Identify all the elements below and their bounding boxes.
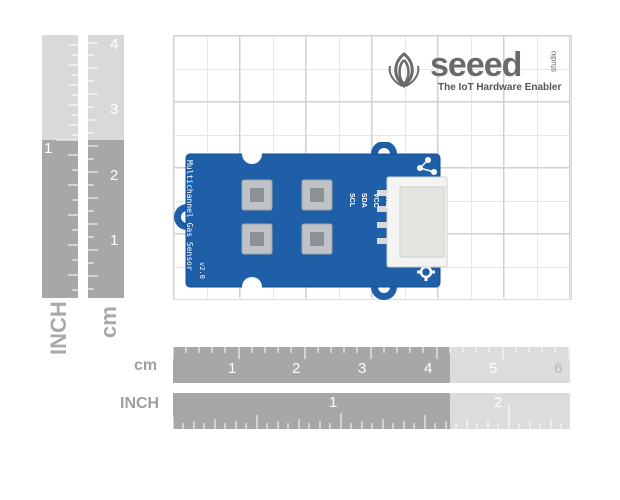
horizontal-cm-number-5: 5 bbox=[489, 360, 498, 377]
horizontal-cm-number-1: 1 bbox=[228, 360, 237, 377]
pin-label-vcc: VCC bbox=[372, 193, 379, 208]
horizontal-cm-number-2: 2 bbox=[292, 360, 301, 377]
gas-sensor-board bbox=[172, 141, 452, 302]
vertical-inch-label: INCH bbox=[46, 301, 71, 355]
horizontal-inch-number-1: 1 bbox=[329, 394, 338, 411]
brand-name: seeed bbox=[430, 46, 522, 84]
vertical-cm-number-4: 4 bbox=[110, 36, 119, 53]
board-version: v2.0 bbox=[198, 262, 206, 279]
vertical-cm-ruler bbox=[88, 35, 124, 298]
pin-label-scl: SCL bbox=[348, 193, 355, 207]
vertical-cm-number-3: 3 bbox=[110, 101, 119, 118]
vertical-cm-label: cm bbox=[96, 306, 121, 338]
seeed-logo-icon bbox=[384, 50, 424, 90]
brand-studio: studio bbox=[549, 50, 558, 72]
horizontal-cm-label: cm bbox=[134, 357, 158, 374]
vertical-inch-ruler bbox=[42, 35, 78, 298]
horizontal-cm-number-6: 6 bbox=[554, 360, 563, 377]
horizontal-inch-ruler bbox=[173, 393, 570, 429]
brand-tagline: The IoT Hardware Enabler bbox=[438, 82, 562, 93]
board-title: Multichannel Gas Sensor bbox=[185, 160, 194, 271]
vertical-cm-number-2: 2 bbox=[110, 167, 119, 184]
horizontal-cm-number-4: 4 bbox=[424, 360, 433, 377]
vertical-cm-number-1: 1 bbox=[110, 232, 119, 249]
horizontal-inch-label: INCH bbox=[120, 395, 160, 412]
horizontal-cm-ruler bbox=[173, 347, 570, 383]
pin-label-gnd: GND bbox=[384, 193, 391, 209]
horizontal-inch-number-2: 2 bbox=[494, 394, 503, 411]
pin-label-sda: SDA bbox=[360, 193, 367, 208]
vertical-inch-number: 1 bbox=[44, 140, 53, 157]
horizontal-cm-number-3: 3 bbox=[358, 360, 367, 377]
